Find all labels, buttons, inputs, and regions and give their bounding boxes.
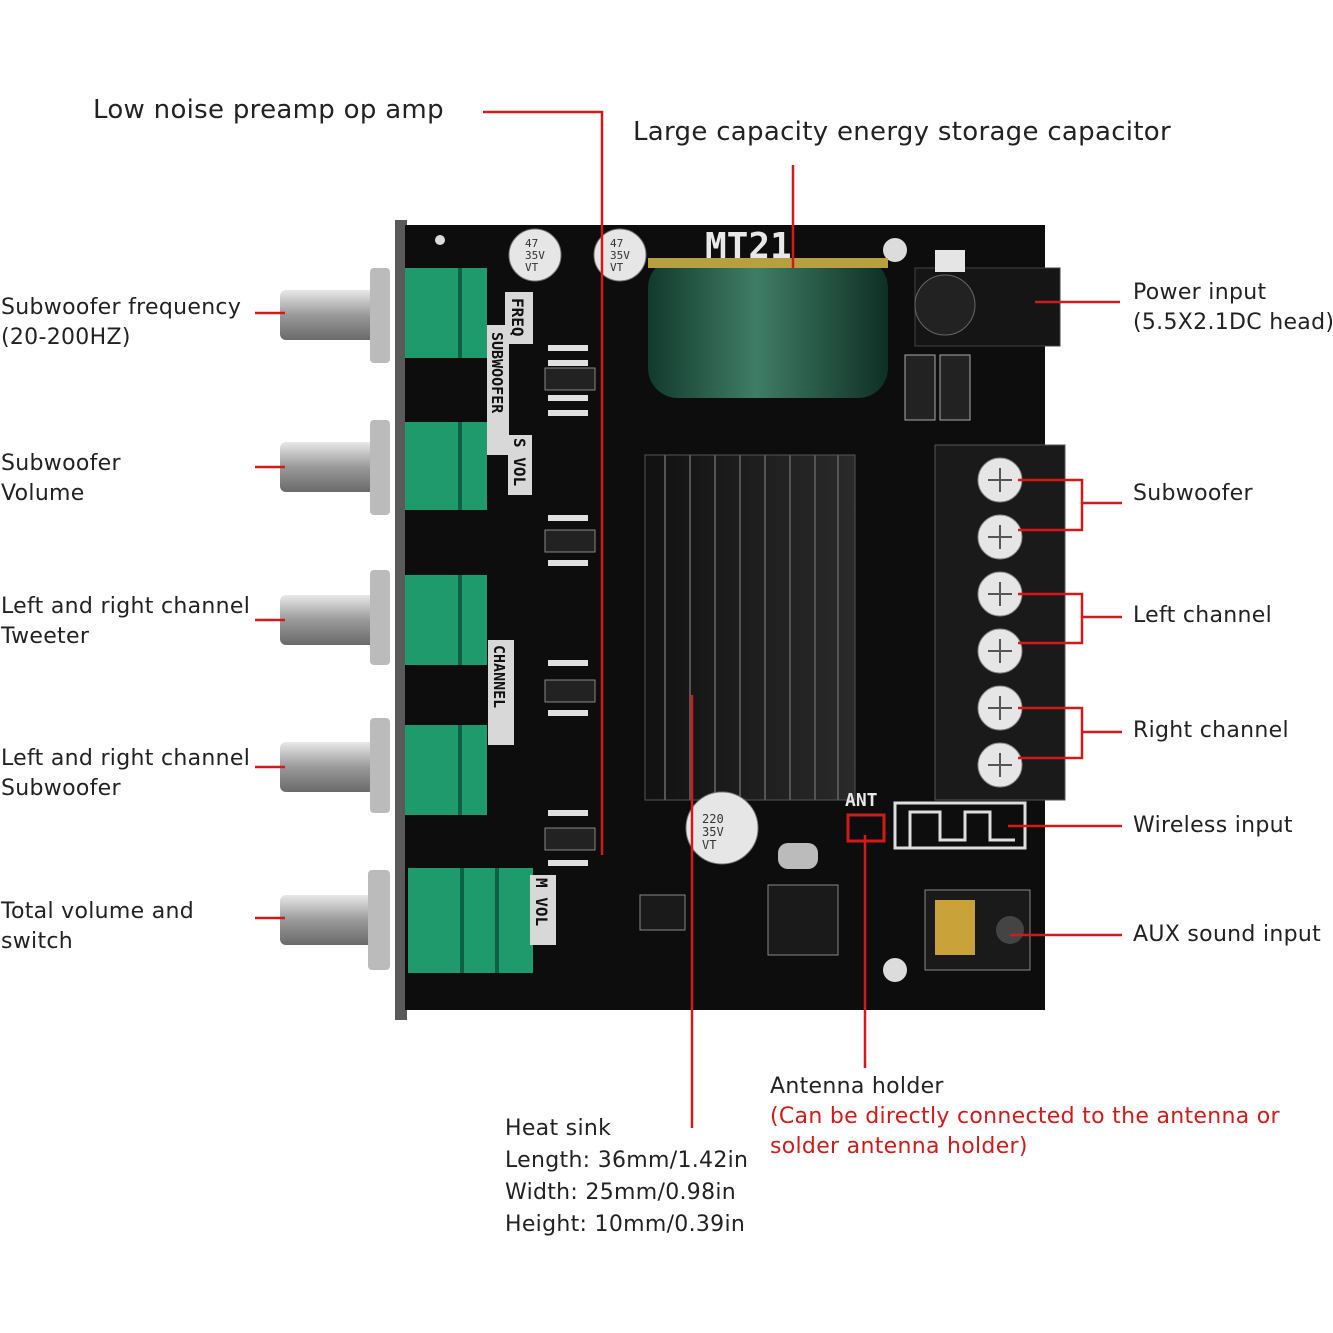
silk-channel: CHANNEL: [490, 645, 508, 708]
label-total-volume: Total volume and switch: [1, 899, 195, 954]
label-preamp: Low noise preamp op amp: [93, 95, 444, 125]
front-panel: [395, 220, 407, 1020]
svg-text:47: 47: [525, 237, 538, 250]
label-right-channel: Right channel: [1133, 718, 1289, 743]
energy-capacitor: [648, 258, 888, 398]
svg-text:47: 47: [610, 237, 623, 250]
label-antenna: Antenna holder (Can be directly connecte…: [770, 1074, 1280, 1159]
label-power-input: Power input (5.5X2.1DC head): [1133, 280, 1333, 335]
label-left-channel: Left channel: [1133, 603, 1273, 628]
terminal-block: [934, 444, 1066, 801]
heat-sink: [644, 454, 856, 801]
label-aux: AUX sound input: [1133, 922, 1322, 947]
svg-text:35V: 35V: [702, 825, 724, 839]
silk-subwoofer: SUBWOOFER: [488, 332, 506, 414]
label-heat-sink: Heat sink Length: 36mm/1.42in Width: 25m…: [505, 1116, 749, 1237]
knob-subwoofer-volume: [280, 420, 487, 515]
small-capacitor-1: 47 35V VT: [508, 228, 562, 282]
silk-svol: S VOL: [510, 438, 529, 486]
bulk-capacitor: 220 35V VT: [685, 791, 759, 865]
silk-freq: FREQ: [508, 298, 527, 337]
small-capacitor-2: 47 35V VT: [593, 228, 647, 282]
label-wireless: Wireless input: [1133, 813, 1293, 838]
knob-lr-subwoofer: [280, 718, 487, 815]
svg-text:220: 220: [702, 812, 724, 826]
silk-ant: ANT: [845, 790, 878, 811]
label-lr-subwoofer: Left and right channel Subwoofer: [1, 746, 251, 801]
label-subwoofer-out: Subwoofer: [1133, 481, 1253, 506]
svg-text:35V: 35V: [525, 249, 545, 262]
svg-text:VT: VT: [525, 261, 539, 274]
label-sub-volume: Subwoofer Volume: [1, 451, 121, 506]
svg-text:35V: 35V: [610, 249, 630, 262]
callout-lines: [255, 110, 1122, 1128]
knob-lr-tweeter: [280, 570, 487, 665]
label-sub-freq: Subwoofer frequency (20-200HZ): [1, 295, 242, 350]
knob-total-volume: [280, 868, 533, 973]
svg-text:VT: VT: [702, 838, 716, 852]
knob-subwoofer-frequency: [280, 268, 487, 363]
aux-jack: [924, 889, 1031, 971]
label-capacitor: Large capacity energy storage capacitor: [633, 117, 1172, 147]
svg-text:VT: VT: [610, 261, 624, 274]
label-lr-tweeter: Left and right channel Tweeter: [1, 594, 251, 649]
dc-jack: [914, 250, 1061, 347]
silk-mvol: M VOL: [532, 878, 551, 926]
